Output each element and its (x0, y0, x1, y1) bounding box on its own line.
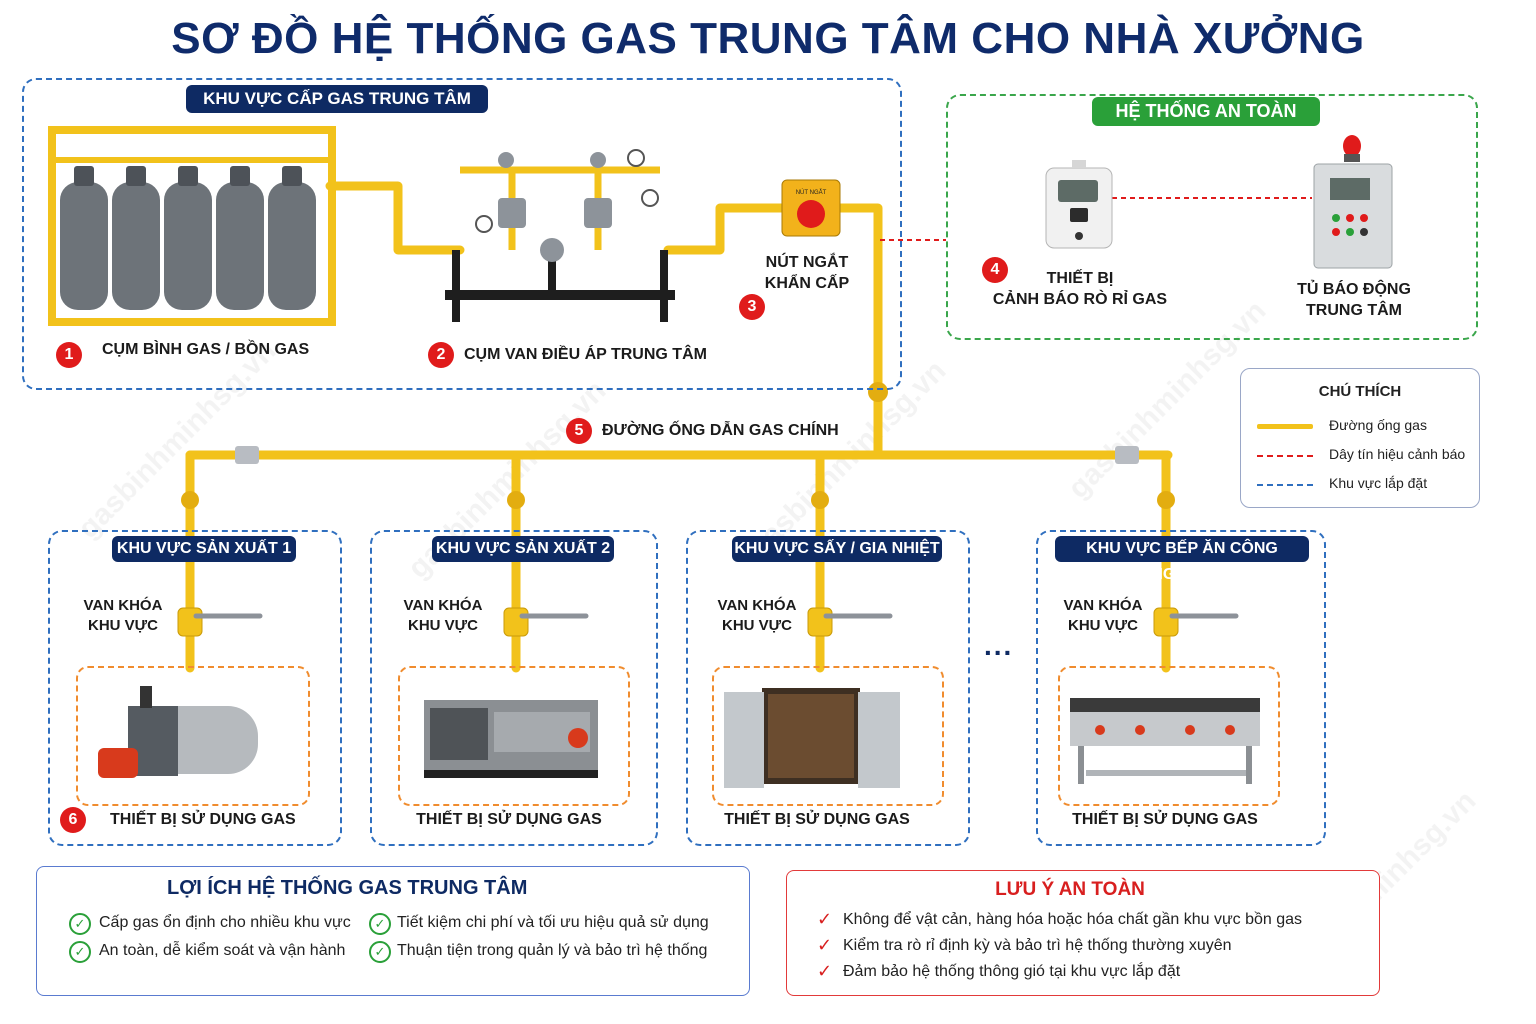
legend-title: CHÚ THÍCH (1318, 383, 1402, 400)
area-1-valve-line2: KHU VỰC (88, 617, 158, 634)
area-3-valve-line1: VAN KHÓA (717, 597, 797, 614)
area-valves (177, 607, 1239, 637)
check-icon-4: ✓ (369, 941, 391, 963)
area-3-device-label: THIẾT BỊ SỬ DỤNG GAS (724, 811, 910, 828)
legend-zone-swatch (1257, 484, 1313, 486)
area-1-zone (48, 530, 342, 846)
supply-zone (22, 78, 902, 390)
safety-notes-title: LƯU Ý AN TOÀN (995, 879, 1145, 900)
check-icon-3: ✓ (69, 941, 91, 963)
emergency-stop-box: NÚT NGẮT (781, 179, 841, 237)
gas-leak-detector (1045, 160, 1113, 249)
area-2-device-frame (398, 666, 630, 806)
benefits-panel: LỢI ÍCH HỆ THỐNG GAS TRUNG TÂM ✓ Cấp gas… (36, 866, 750, 996)
emergency-label-line2: KHẨN CẤP (764, 275, 850, 292)
area-3-device-frame (712, 666, 944, 806)
area-2-valve-line1: VAN KHÓA (403, 597, 483, 614)
legend-item-zone: Khu vực lắp đặt (1329, 475, 1428, 491)
safety-note-1: Không để vật cản, hàng hóa hoặc hóa chất… (843, 911, 1303, 928)
check-icon-2: ✓ (369, 913, 391, 935)
safety-zone-title: HỆ THỐNG AN TOÀN (1092, 97, 1320, 126)
check-icon-1: ✓ (69, 913, 91, 935)
benefit-item-4: Thuận tiện trong quản lý và bảo trì hệ t… (397, 942, 708, 959)
regulator-station (445, 149, 675, 322)
drying-cabinet-illustration (724, 688, 900, 788)
boiler-illustration (98, 686, 258, 778)
more-areas-ellipsis: ... (984, 630, 1014, 661)
badge-6: 6 (60, 807, 86, 833)
tick-icon-2: ✓ (817, 935, 833, 955)
area-2-title: KHU VỰC SẢN XUẤT 2 (432, 536, 614, 562)
legend-box: CHÚ THÍCH Đường ống gas Dây tín hiệu cản… (1240, 368, 1480, 508)
area-4-valve-line1: VAN KHÓA (1063, 597, 1143, 614)
safety-zone (946, 94, 1478, 340)
area-3-valve-line2: KHU VỰC (722, 617, 792, 634)
legend-signal-swatch (1257, 455, 1313, 457)
benefit-item-3: An toàn, dễ kiểm soát và vận hành (99, 942, 346, 959)
alarm-panel-label-line1: TỦ BÁO ĐỘNG (1297, 281, 1411, 298)
gas-cylinder-rack (48, 126, 336, 326)
area-4-zone (1036, 530, 1326, 846)
safety-note-3: Đảm bảo hệ thống thông gió tại khu vực l… (843, 963, 1181, 980)
area-1-valve-line1: VAN KHÓA (83, 597, 163, 614)
badge-5: 5 (566, 418, 592, 444)
regulator-label: CỤM VAN ĐIỀU ÁP TRUNG TÂM (464, 346, 707, 363)
supply-zone-title: KHU VỰC CẤP GAS TRUNG TÂM (186, 85, 488, 113)
area-3-title: KHU VỰC SẤY / GIA NHIỆT (732, 536, 942, 562)
cylinders-label: CỤM BÌNH GAS / BỒN GAS (102, 341, 310, 358)
area-4-title: KHU VỰC BẾP ĂN CÔNG NGHIỆP (1055, 536, 1309, 583)
benefit-item-2: Tiết kiệm chi phí và tối ưu hiệu quả sử … (397, 914, 709, 931)
legend-item-pipe: Đường ống gas (1329, 417, 1427, 433)
badge-3: 3 (739, 294, 765, 320)
emergency-plate-text: NÚT NGẮT (796, 188, 827, 196)
alarm-panel-label-line2: TRUNG TÂM (1306, 302, 1402, 319)
badge-2: 2 (428, 342, 454, 368)
benefits-title: LỢI ÍCH HỆ THỐNG GAS TRUNG TÂM (167, 877, 528, 899)
area-1-device-label: THIẾT BỊ SỬ DỤNG GAS (110, 811, 296, 828)
area-4-valve-line2: KHU VỰC (1068, 617, 1138, 634)
detector-label-line2: CẢNH BÁO RÒ RỈ GAS (992, 291, 1168, 308)
area-3-zone (686, 530, 970, 846)
safety-notes-panel: LƯU Ý AN TOÀN ✓ Không để vật cản, hàng h… (786, 870, 1380, 996)
area-4-device-label: THIẾT BỊ SỬ DỤNG GAS (1072, 811, 1258, 828)
safety-note-2: Kiểm tra rò rỉ định kỳ và bảo trì hệ thố… (843, 937, 1232, 954)
central-alarm-panel (1313, 135, 1393, 269)
badge-4: 4 (982, 257, 1008, 283)
area-4-device-frame (1058, 666, 1280, 806)
main-pipe-label: ĐƯỜNG ỐNG DẪN GAS CHÍNH (602, 422, 839, 439)
page-title: SƠ ĐỒ HỆ THỐNG GAS TRUNG TÂM CHO NHÀ XƯỞ… (171, 14, 1365, 63)
area-1-title: KHU VỰC SẢN XUẤT 1 (112, 536, 296, 562)
industrial-oven-illustration (424, 700, 598, 778)
detector-label-line1: THIẾT BỊ (1046, 270, 1114, 287)
legend-pipe-swatch (1257, 424, 1313, 429)
alarm-signal-wires (880, 197, 1312, 241)
area-2-valve-line2: KHU VỰC (408, 617, 478, 634)
area-2-device-label: THIẾT BỊ SỬ DỤNG GAS (416, 811, 602, 828)
tick-icon-1: ✓ (817, 909, 833, 929)
emergency-label-line1: NÚT NGẮT (765, 254, 849, 271)
area-2-zone (370, 530, 658, 846)
benefit-item-1: Cấp gas ổn định cho nhiều khu vực (99, 914, 351, 931)
badge-1: 1 (56, 342, 82, 368)
area-1-device-frame (76, 666, 310, 806)
tick-icon-3: ✓ (817, 961, 833, 981)
industrial-stove-illustration (1070, 698, 1260, 784)
pipe-fittings (181, 382, 1175, 509)
legend-item-signal: Dây tín hiệu cảnh báo (1329, 446, 1466, 462)
